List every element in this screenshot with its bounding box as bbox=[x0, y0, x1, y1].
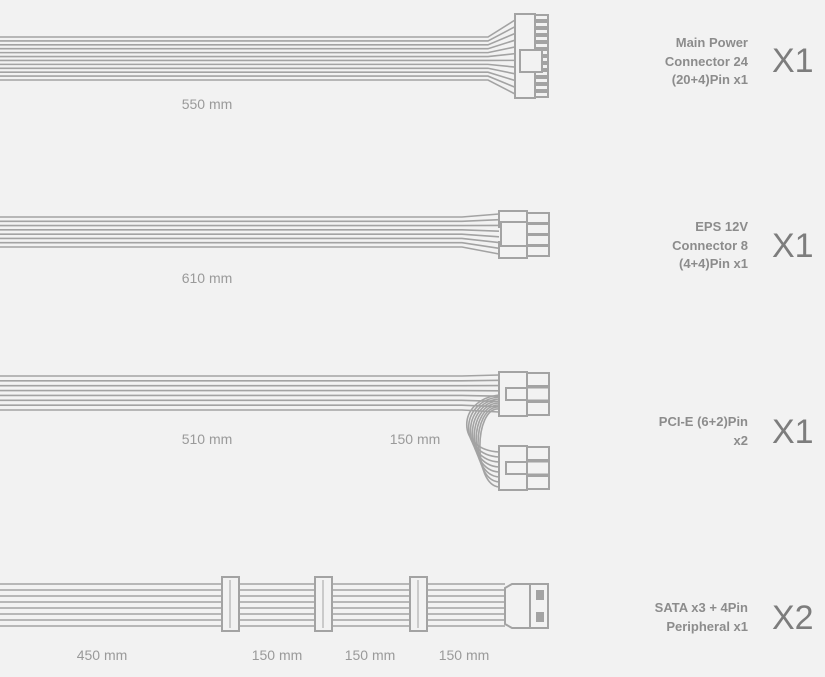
connector-pin bbox=[534, 14, 549, 21]
wire bbox=[479, 408, 500, 488]
connector-latch bbox=[519, 49, 543, 73]
connector-pin bbox=[526, 245, 550, 257]
wire bbox=[0, 75, 516, 89]
wire bbox=[0, 233, 500, 238]
length-label: 150 mm bbox=[251, 647, 303, 663]
wire bbox=[0, 229, 500, 232]
wire bbox=[475, 404, 500, 478]
wire bbox=[0, 409, 500, 413]
wire bbox=[0, 237, 500, 244]
peripheral-pin bbox=[536, 590, 544, 600]
connector-pin bbox=[526, 401, 550, 416]
wire bbox=[0, 399, 500, 403]
wire bbox=[0, 26, 516, 42]
description-line: (20+4)Pin x1 bbox=[671, 72, 748, 87]
cable-description-eps: EPS 12V Connector 8 (4+4)Pin x1 bbox=[672, 218, 748, 274]
description-line: Connector 8 bbox=[672, 237, 748, 253]
connector-pin bbox=[534, 77, 549, 84]
connector-pin bbox=[534, 84, 549, 91]
wire bbox=[0, 218, 500, 223]
peripheral-pin bbox=[536, 612, 544, 622]
description-line: x2 bbox=[733, 432, 748, 448]
wire bbox=[0, 394, 500, 397]
length-label: 150 mm bbox=[344, 647, 396, 663]
wire bbox=[477, 406, 500, 483]
cable-description-sata: SATA x3 + 4Pin Peripheral x1 bbox=[655, 599, 748, 636]
description-line: PCI-E (6+2)Pin bbox=[658, 414, 748, 429]
connector-pin bbox=[526, 386, 550, 402]
wire bbox=[467, 396, 500, 458]
wire bbox=[0, 52, 516, 58]
wire bbox=[469, 398, 500, 463]
quantity-label: X1 bbox=[772, 42, 814, 80]
wire bbox=[0, 379, 500, 382]
wire bbox=[0, 246, 500, 255]
wire bbox=[0, 46, 516, 54]
quantity-label: X2 bbox=[772, 599, 814, 637]
connector-pin bbox=[534, 42, 549, 49]
connector-pin bbox=[526, 212, 550, 224]
cable-description-pcie: PCI-E (6+2)Pin x2 bbox=[659, 413, 748, 450]
cable-description-main-power: Main Power Connector 24 (20+4)Pin x1 bbox=[665, 34, 748, 90]
wire bbox=[0, 71, 516, 82]
connector-pin bbox=[526, 372, 550, 387]
length-label: 150 mm bbox=[389, 431, 441, 447]
wire bbox=[0, 39, 516, 50]
length-label: 150 mm bbox=[438, 647, 490, 663]
connector-pin bbox=[534, 91, 549, 98]
description-line: SATA x3 + 4Pin bbox=[654, 600, 748, 615]
connector-pin bbox=[534, 28, 549, 35]
quantity-label: X1 bbox=[772, 413, 814, 451]
wire bbox=[471, 400, 500, 468]
wire bbox=[0, 79, 516, 95]
connector-pin bbox=[526, 460, 550, 476]
length-label: 450 mm bbox=[76, 647, 128, 663]
wire bbox=[465, 394, 500, 453]
wire bbox=[0, 67, 516, 75]
wire bbox=[0, 32, 516, 46]
connector-pin bbox=[526, 446, 550, 461]
quantity-label: X1 bbox=[772, 227, 814, 265]
connector-pin bbox=[534, 35, 549, 42]
wire bbox=[0, 19, 516, 38]
connector-pin bbox=[526, 234, 550, 246]
connector-pin bbox=[534, 21, 549, 28]
wire bbox=[473, 402, 500, 473]
wire bbox=[0, 213, 500, 218]
description-line: Main Power bbox=[675, 35, 748, 50]
length-label: 510 mm bbox=[181, 431, 233, 447]
description-line: (4+4)Pin x1 bbox=[678, 256, 748, 271]
connector-pin bbox=[526, 223, 550, 235]
wire bbox=[0, 374, 500, 377]
wire bbox=[0, 241, 500, 250]
description-line: Peripheral x1 bbox=[666, 618, 748, 634]
length-label: 610 mm bbox=[181, 270, 233, 286]
length-label: 550 mm bbox=[181, 96, 233, 112]
description-line: Connector 24 bbox=[664, 53, 748, 69]
wire bbox=[0, 404, 500, 408]
connector-pin bbox=[526, 475, 550, 490]
wire bbox=[0, 63, 516, 68]
eps-connector-body bbox=[500, 221, 528, 247]
description-line: EPS 12V bbox=[695, 219, 748, 234]
